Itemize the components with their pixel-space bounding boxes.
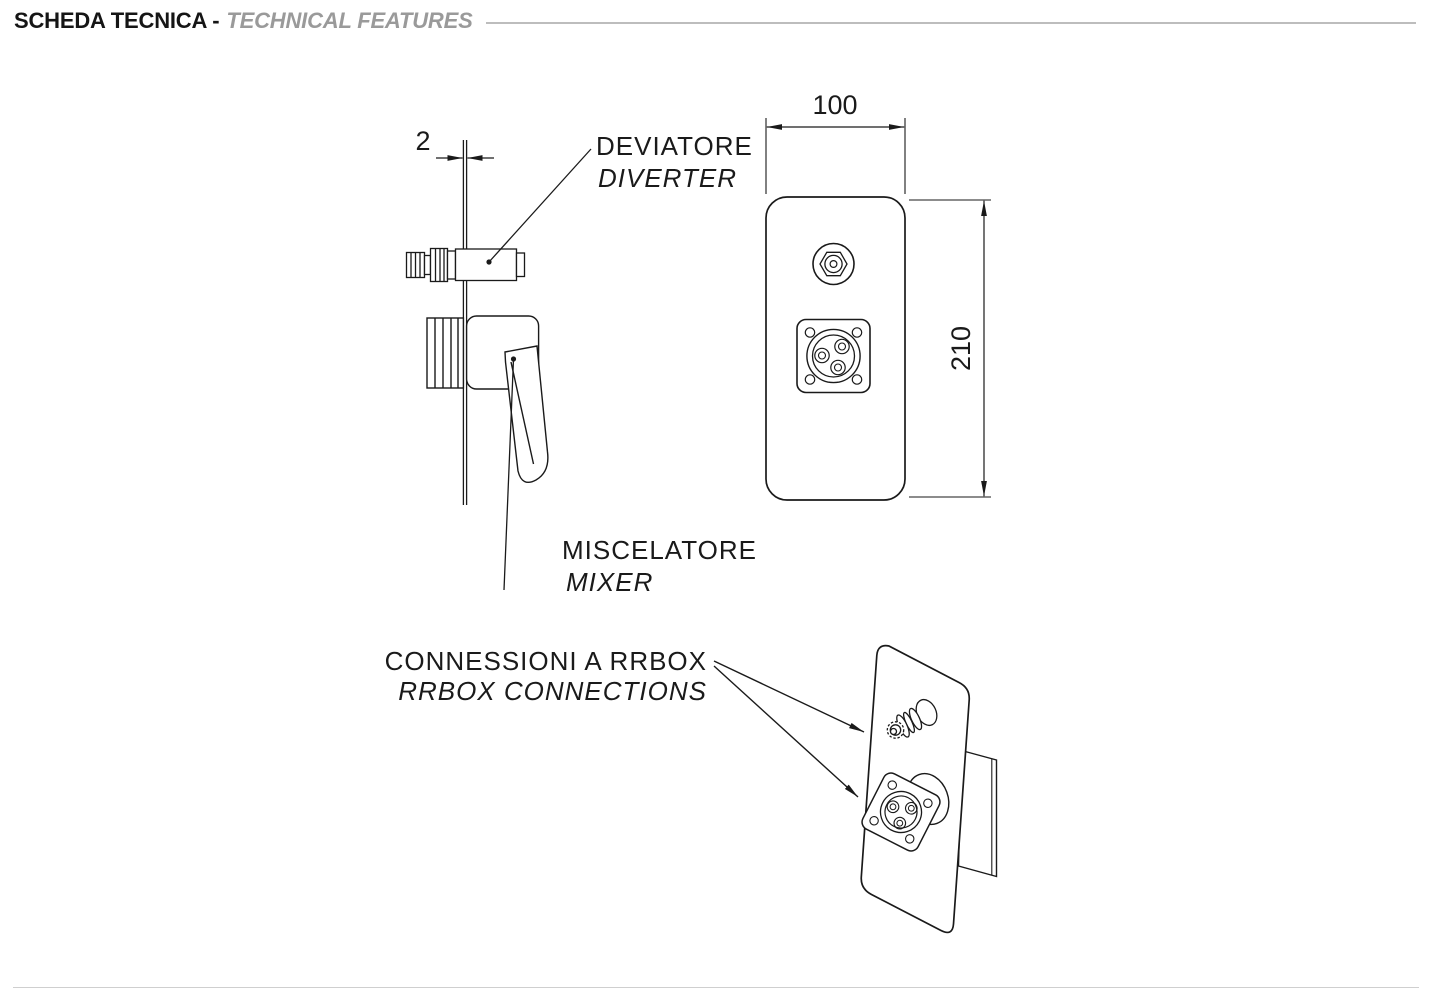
width-dimension-value: 100 — [812, 90, 857, 120]
header-rule — [485, 21, 1416, 24]
mixer-label-it: MISCELATORE — [562, 535, 757, 565]
front-view: 100 210 — [765, 90, 991, 501]
height-dimension-value: 210 — [946, 326, 976, 371]
page-header: SCHEDA TECNICA -TECHNICAL FEATURES — [14, 8, 1416, 34]
plate-thickness-value: 2 — [415, 126, 430, 156]
connections-label-en: RRBOX CONNECTIONS — [398, 676, 707, 706]
page-title-it: SCHEDA TECNICA - — [14, 8, 220, 33]
diverter-leader-line — [486, 148, 592, 265]
mixer-flange-iso — [861, 772, 950, 852]
mixer-side — [426, 315, 549, 483]
page-title: SCHEDA TECNICA -TECHNICAL FEATURES — [14, 8, 473, 34]
iso-view: CONNESSIONI A RRBOX RRBOX CONNECTIONS — [385, 644, 998, 934]
connections-callout: CONNESSIONI A RRBOX RRBOX CONNECTIONS — [385, 646, 865, 798]
height-dimension: 210 — [909, 199, 991, 498]
page-title-en: TECHNICAL FEATURES — [226, 8, 473, 33]
mixer-handle — [504, 345, 549, 483]
diverter-label-en: DIVERTER — [598, 163, 737, 193]
diverter-knob-front — [812, 242, 855, 286]
side-view: 2 — [405, 126, 757, 597]
width-dimension: 100 — [765, 90, 906, 194]
mixer-leader-line — [503, 356, 517, 591]
diverter-cartridge-iso — [886, 698, 938, 739]
connections-label-it: CONNESSIONI A RRBOX — [385, 646, 707, 676]
plate-front — [765, 196, 906, 501]
diverter-cartridge-side — [405, 247, 526, 283]
footer-rule — [13, 987, 1419, 988]
diverter-label-it: DEVIATORE — [596, 131, 753, 161]
mixer-label-en: MIXER — [566, 567, 653, 597]
connections-arrow-to-diverter — [713, 660, 865, 733]
mixer-flange-front — [796, 318, 871, 394]
connections-arrow-to-mixer — [713, 665, 859, 798]
plate-thickness-dimension: 2 — [415, 126, 494, 161]
